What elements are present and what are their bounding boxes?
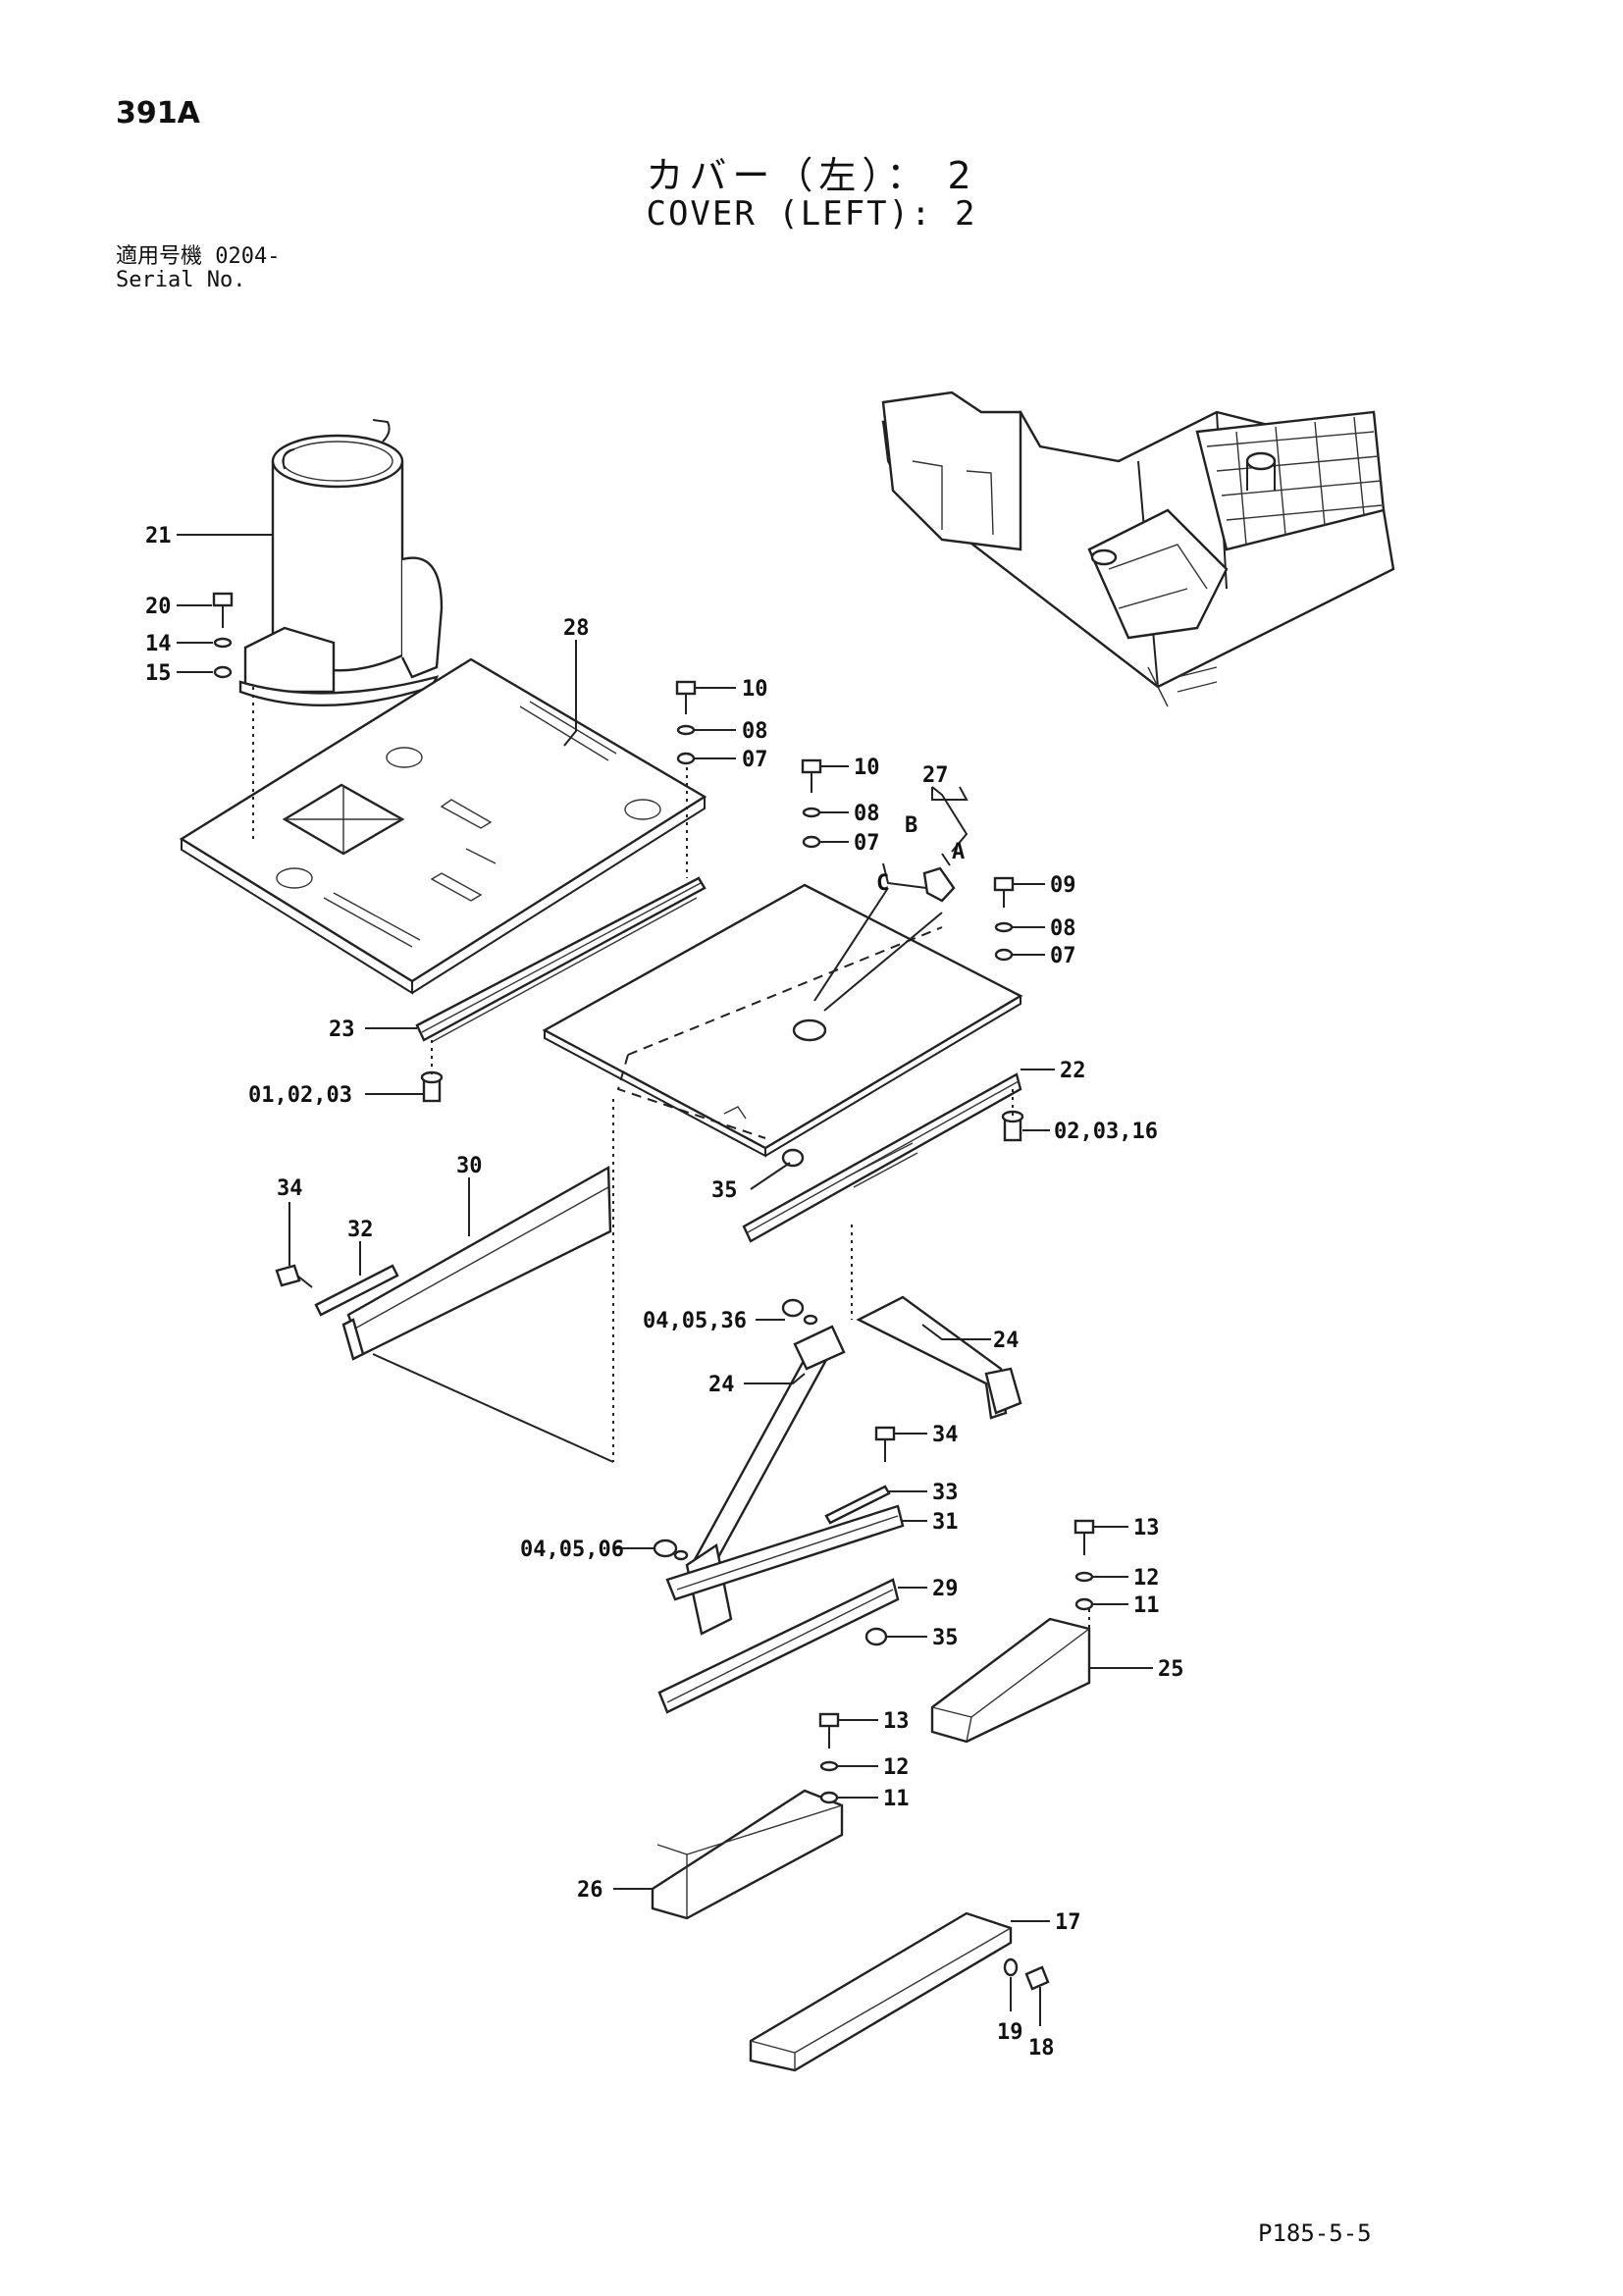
callout-20: 20: [145, 595, 172, 619]
callout-12-b: 12: [883, 1755, 910, 1780]
callout-22: 22: [1060, 1059, 1086, 1083]
callout-29: 29: [932, 1577, 959, 1601]
callout-18: 18: [1028, 2036, 1055, 2061]
callout-09: 09: [1050, 873, 1076, 898]
callout-24-b: 24: [993, 1329, 1020, 1353]
callout-32: 32: [347, 1218, 374, 1242]
callout-26: 26: [577, 1878, 603, 1903]
callout-C: C: [876, 871, 889, 896]
fastener-group: [212, 592, 1095, 1991]
callout-A: A: [952, 840, 965, 864]
callout-10-b: 10: [854, 756, 880, 780]
part-21-cylinder: [238, 419, 444, 707]
callout-07-c: 07: [1050, 944, 1076, 968]
callout-02-03-16: 02,03,16: [1054, 1120, 1158, 1144]
callout-08-b: 08: [854, 802, 880, 826]
callout-11-a: 11: [1133, 1593, 1160, 1618]
callout-19: 19: [997, 2020, 1023, 2045]
part-29-rail: [657, 1578, 900, 1714]
callout-34-b: 34: [932, 1423, 959, 1447]
callout-35-b: 35: [932, 1626, 959, 1650]
serial-label-en: Serial No.: [116, 268, 246, 292]
callout-24-a: 24: [708, 1373, 735, 1397]
part-31-rail: [665, 1504, 905, 1601]
callout-08-a: 08: [742, 719, 768, 744]
callout-11-b: 11: [883, 1787, 910, 1811]
page-id: 391A: [116, 96, 200, 130]
callout-21: 21: [145, 524, 172, 548]
machine-overview-illustration: [881, 391, 1395, 707]
callout-labels: 21 20 14 15 28 10 08 07 10 08 07 27 B A …: [145, 524, 1184, 2061]
part-22-rail: [742, 1072, 1022, 1243]
callout-14: 14: [145, 632, 172, 656]
part-27-bracket-detail: [813, 786, 969, 1012]
leader-lines: [177, 534, 1153, 2026]
callout-33: 33: [932, 1481, 959, 1505]
callout-31: 31: [932, 1510, 959, 1535]
callout-15: 15: [145, 661, 172, 686]
title-japanese: カバー（左）： 2: [646, 154, 977, 197]
part-23-rail: [415, 876, 707, 1043]
callout-01-02-03: 01,02,03: [248, 1083, 352, 1108]
part-33-strip: [824, 1485, 891, 1525]
callout-34-a: 34: [277, 1176, 303, 1201]
part-30-panel: [341, 1165, 612, 1361]
title-english: COVER (LEFT): 2: [646, 194, 977, 234]
callout-B: B: [905, 813, 917, 838]
callout-12-a: 12: [1133, 1566, 1160, 1591]
part-24-brace-right: [856, 1295, 1022, 1420]
callout-17: 17: [1055, 1910, 1081, 1935]
part-28-floor-plate: [179, 657, 707, 995]
callout-07-b: 07: [854, 831, 880, 856]
part-32-strip: [314, 1264, 399, 1317]
callout-07-a: 07: [742, 748, 768, 772]
callout-23: 23: [329, 1018, 355, 1042]
callout-25: 25: [1158, 1657, 1184, 1682]
callout-30: 30: [456, 1154, 483, 1178]
part-26-channel: [651, 1789, 844, 1920]
page-reference: P185-5-5: [1258, 2219, 1372, 2247]
callout-13-b: 13: [883, 1709, 910, 1734]
callout-04-05-36: 04,05,36: [643, 1309, 747, 1333]
serial-value: 0204-: [215, 244, 281, 269]
callout-35-a: 35: [711, 1178, 738, 1203]
part-17-channel: [749, 1911, 1013, 2072]
serial-block: 適用号機 0204- Serial No.: [116, 245, 281, 292]
serial-label-jp: 適用号機: [116, 244, 203, 269]
callout-10-a: 10: [742, 677, 768, 702]
callout-27: 27: [922, 763, 949, 788]
part-27-cover-plate: [542, 883, 1023, 1158]
callout-28: 28: [563, 616, 590, 641]
callout-08-c: 08: [1050, 916, 1076, 941]
callout-13-a: 13: [1133, 1516, 1160, 1540]
callout-04-05-06: 04,05,06: [520, 1538, 624, 1562]
assembly-lines: [252, 687, 1090, 1683]
